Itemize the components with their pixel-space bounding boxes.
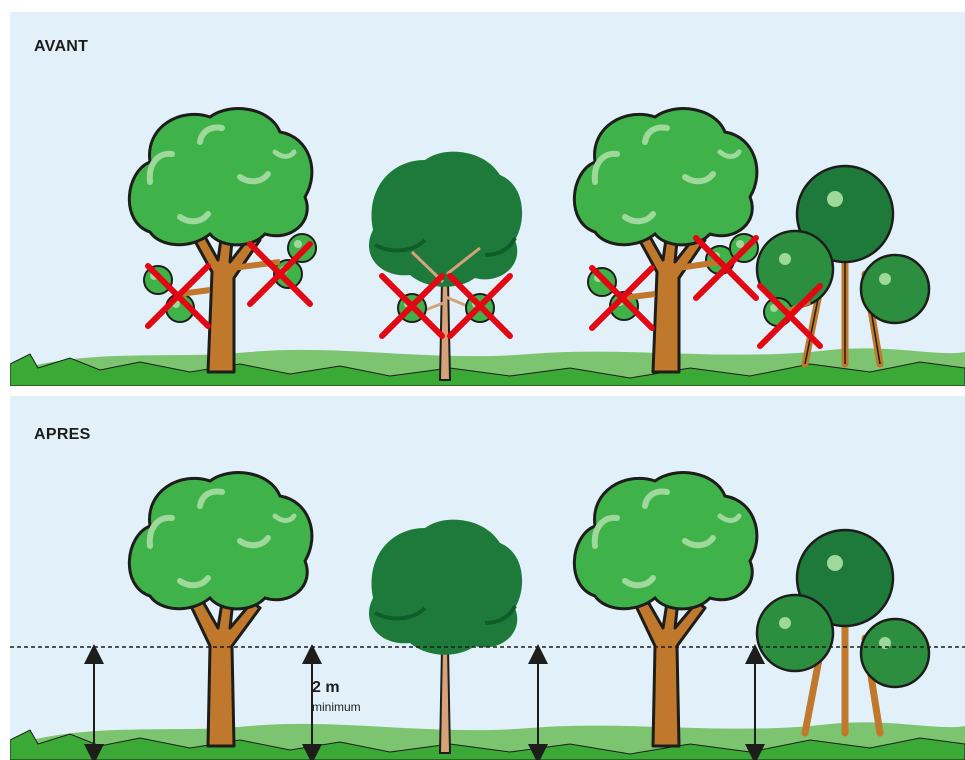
cross-mark-icon [450, 276, 510, 336]
measurement-value: 2 m [312, 679, 340, 697]
after-tree-2 [369, 520, 522, 753]
before-tree-1 [129, 109, 316, 372]
before-tree-3 [574, 109, 758, 372]
after-scene [10, 396, 965, 760]
after-tree-3 [574, 473, 757, 746]
before-scene [10, 12, 965, 386]
before-tree-2 [369, 152, 522, 380]
before-title: AVANT [34, 38, 88, 56]
after-tree-1 [129, 473, 312, 746]
after-panel: APRES [10, 396, 965, 760]
before-shrub [757, 166, 929, 364]
after-title: APRES [34, 426, 91, 444]
before-panel: AVANT [10, 12, 965, 386]
measurement-note: minimum [312, 700, 361, 714]
after-shrub [757, 530, 929, 733]
